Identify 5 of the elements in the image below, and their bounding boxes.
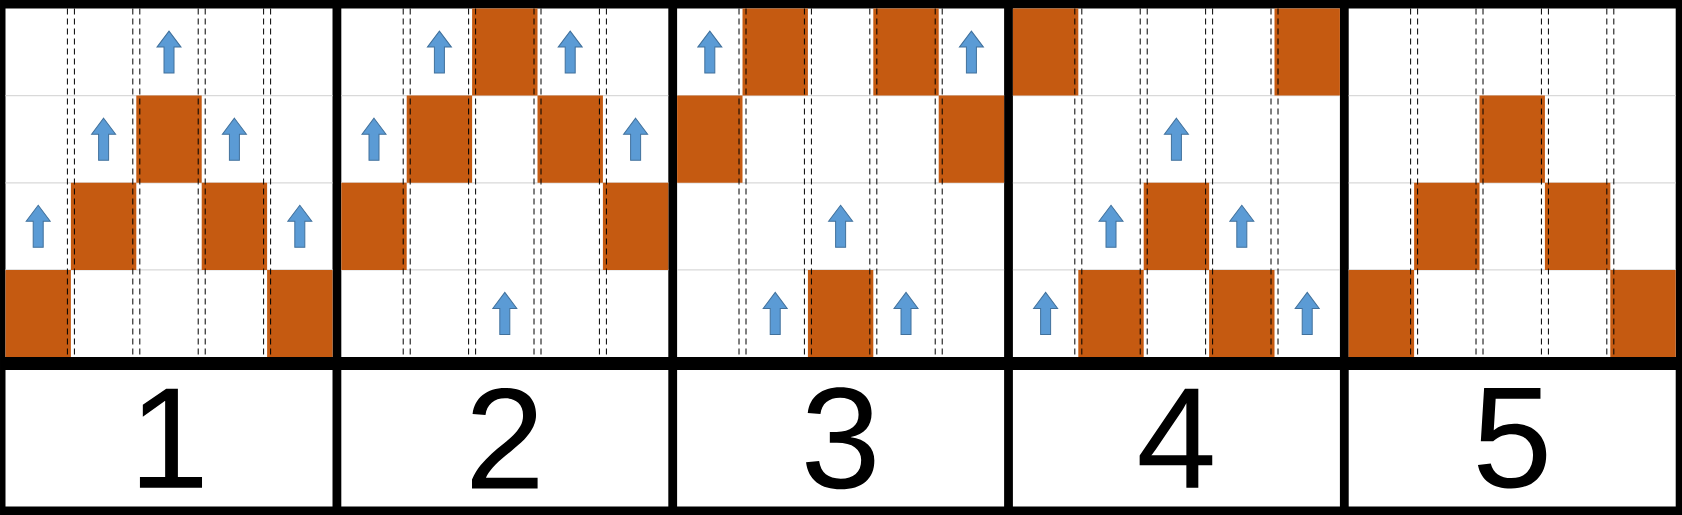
number-box: 2 — [341, 370, 669, 507]
number-box: 3 — [677, 370, 1005, 507]
number-box: 4 — [1012, 370, 1340, 507]
number-box: 5 — [1348, 370, 1676, 507]
number-box: 1 — [5, 370, 333, 507]
